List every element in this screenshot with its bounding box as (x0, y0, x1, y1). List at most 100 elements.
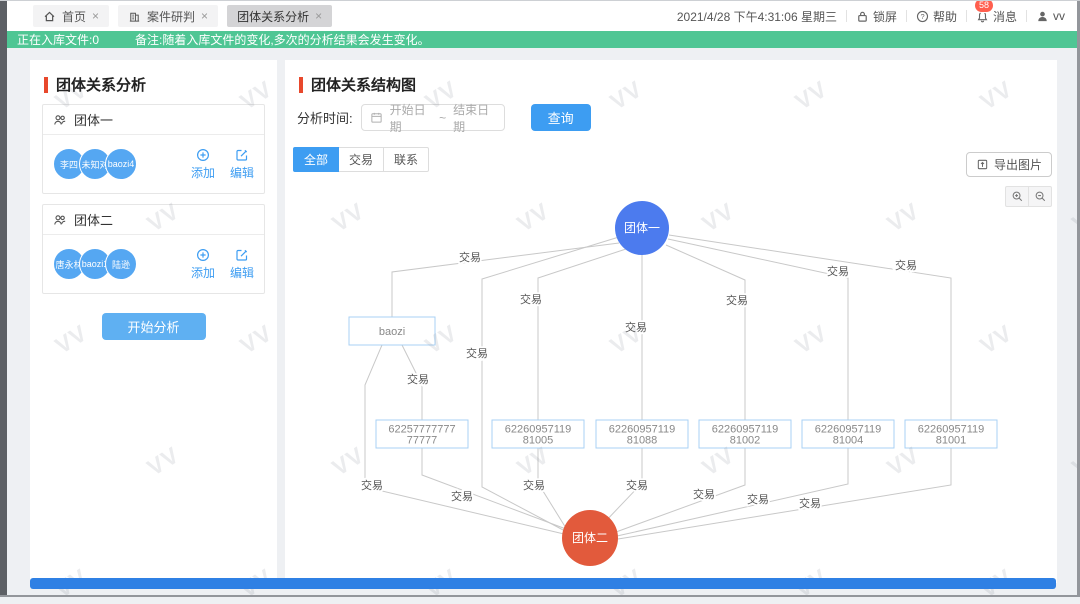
window-left-edge (0, 0, 7, 597)
close-icon[interactable]: × (315, 9, 323, 23)
edge-label: 交易 (361, 478, 383, 492)
ingest-count-text: 正在入库文件:0 (17, 33, 100, 47)
svg-text:baozi: baozi (379, 326, 405, 338)
edge-label: 交易 (523, 478, 545, 492)
graph-edge-group1-group2 (481, 236, 620, 532)
graph-edge-baozi-group2 (364, 344, 565, 535)
tab-case-analysis[interactable]: 案件研判 × (118, 5, 219, 27)
case-icon (128, 10, 141, 23)
tab-home[interactable]: 首页 × (33, 5, 110, 27)
right-panel-title: 团体关系结构图 (299, 74, 416, 95)
edge-label: 交易 (625, 320, 647, 334)
avatar[interactable]: 陆逊 (105, 248, 137, 280)
group-card-header: 团体一 (43, 105, 264, 135)
top-tab-bar: 首页 × 案件研判 × 团体关系分析 × 2021/4/28 下午4:31:06… (7, 0, 1077, 31)
group-card-body: 唐永林 baozi1 陆逊 添加 编辑 (43, 235, 264, 293)
message-count-badge: 58 (973, 0, 994, 13)
datetime-text: 2021/4/28 下午4:31:06 星期三 (676, 9, 837, 24)
divider (1026, 10, 1027, 22)
graph-edge-group1-acct4 (665, 244, 746, 420)
graph-zoom-controls (1005, 186, 1052, 207)
left-panel-title: 团体关系分析 (44, 74, 146, 95)
svg-text:团体一: 团体一 (624, 221, 660, 235)
edge-label: 交易 (799, 496, 821, 510)
close-icon[interactable]: × (92, 9, 100, 23)
edge-label: 交易 (693, 487, 715, 501)
svg-text:?: ? (920, 11, 924, 20)
add-member-button[interactable]: 添加 (191, 148, 215, 181)
help-button[interactable]: ? 帮助 (916, 8, 957, 25)
help-icon: ? (916, 10, 929, 23)
member-avatars: 李四 未知对 baozi4 (53, 148, 137, 180)
window-top-edge (0, 0, 1080, 1)
divider (845, 10, 847, 22)
edge-label: 交易 (726, 293, 748, 307)
horizontal-scrollbar[interactable] (30, 578, 1056, 589)
add-member-button[interactable]: 添加 (191, 248, 215, 281)
edge-label: 交易 (626, 478, 648, 492)
divider (965, 10, 967, 22)
close-icon[interactable]: × (201, 9, 209, 23)
edit-icon (235, 148, 249, 162)
group-name: 团体二 (74, 213, 114, 228)
title-accent-bar (299, 76, 303, 93)
tab-contacts[interactable]: 联系 (383, 147, 430, 172)
avatar[interactable]: baozi4 (105, 148, 137, 180)
lock-screen-button[interactable]: 锁屏 (856, 8, 897, 25)
group-card-header: 团体二 (43, 205, 264, 235)
user-name: vv (1053, 9, 1065, 23)
group-icon (53, 113, 67, 127)
relationship-graph[interactable]: 交易交易交易交易交易交易交易交易交易交易交易交易交易交易交易团体一团体二baoz… (285, 185, 1057, 575)
user-menu[interactable]: vv (1036, 9, 1065, 23)
group-actions: 添加 编辑 (191, 248, 254, 281)
edit-group-button[interactable]: 编辑 (230, 248, 254, 281)
start-analysis-button[interactable]: 开始分析 (101, 313, 206, 340)
zoom-in-icon (1011, 190, 1024, 203)
window-right-edge (1077, 0, 1080, 597)
tab-all[interactable]: 全部 (293, 147, 340, 172)
analysis-time-controls: 分析时间: 开始日期 ~ 结束日期 查询 (297, 103, 591, 134)
graph-edge-group1-acct5 (667, 238, 849, 420)
tab-group-relationship[interactable]: 团体关系分析 × (227, 5, 333, 27)
window-bottom-edge (0, 595, 1080, 597)
graph-node-group1[interactable]: 团体一 (615, 201, 669, 255)
date-range-input[interactable]: 开始日期 ~ 结束日期 (360, 103, 505, 134)
lock-icon (856, 10, 869, 23)
divider (905, 10, 907, 22)
query-button[interactable]: 查询 (530, 104, 591, 131)
group-card-body: 李四 未知对 baozi4 添加 编辑 (43, 135, 264, 193)
group-icon (53, 213, 67, 227)
zoom-out-button[interactable] (1028, 186, 1052, 207)
group-actions: 添加 编辑 (191, 148, 254, 181)
date-end-placeholder: 结束日期 (453, 102, 490, 134)
edit-icon (235, 248, 249, 262)
messages-button[interactable]: 58 消息 (973, 0, 1017, 25)
plus-circle-icon (196, 148, 210, 162)
date-start-placeholder: 开始日期 (389, 102, 426, 134)
tab-transactions[interactable]: 交易 (338, 147, 385, 172)
svg-text:团体二: 团体二 (572, 531, 608, 545)
export-image-icon (976, 158, 989, 171)
notice-remark-text: 备注:随着入库文件的变化,多次的分析结果会发生变化。 (135, 33, 430, 47)
export-image-button[interactable]: 导出图片 (965, 152, 1052, 177)
user-icon (1036, 10, 1049, 23)
date-separator: ~ (439, 110, 447, 125)
graph-node-group2[interactable]: 团体二 (562, 510, 618, 566)
graph-edge-acct3-group2 (601, 448, 643, 526)
zoom-out-icon (1034, 190, 1047, 203)
graph-node-baozi[interactable]: baozi (348, 316, 436, 346)
relationship-structure-panel: 团体关系结构图 分析时间: 开始日期 ~ 结束日期 查询 全部 交易 联系 导出… (285, 60, 1057, 583)
edge-label: 交易 (466, 346, 488, 360)
edit-group-button[interactable]: 编辑 (230, 148, 254, 181)
graph-edge-group1-acct6 (668, 234, 952, 420)
